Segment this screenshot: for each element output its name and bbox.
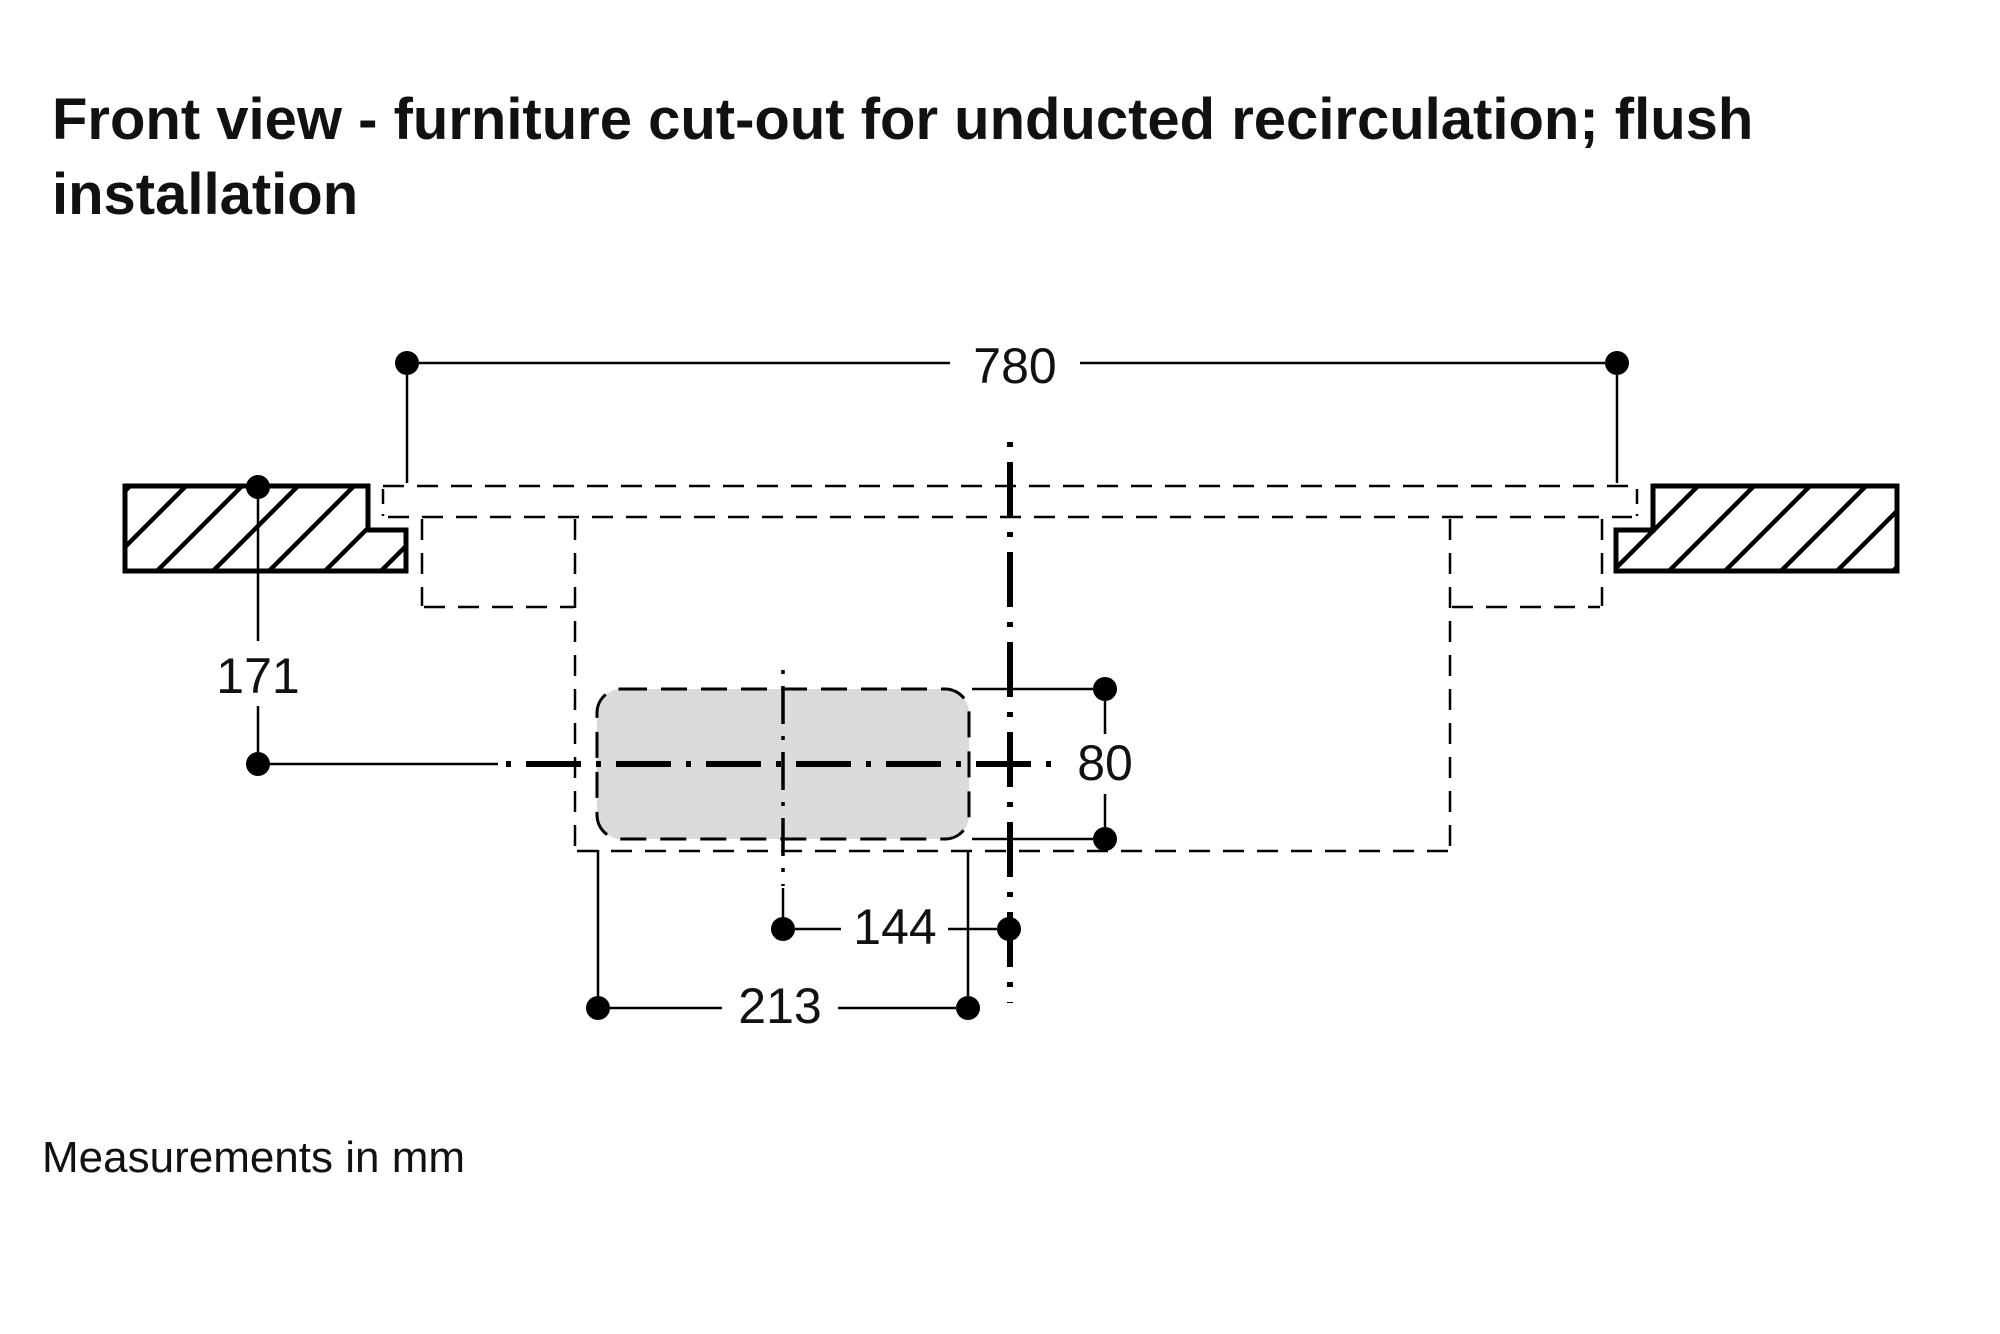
worktop-section-right <box>1613 483 1900 574</box>
dim-point <box>1093 677 1117 701</box>
page-title: Front view - furniture cut-out for unduc… <box>52 82 1753 232</box>
dim-point <box>1093 827 1117 851</box>
dim-780-label: 780 <box>973 338 1056 394</box>
title-line-2: installation <box>52 162 359 227</box>
dimension-213: 213 <box>586 850 980 1034</box>
dimension-144: 144 <box>771 899 1021 955</box>
dim-80-label: 80 <box>1077 735 1133 791</box>
lower-cutout-outline <box>420 519 1604 853</box>
dim-point <box>997 917 1021 941</box>
dim-point <box>246 752 270 776</box>
dim-point <box>1605 351 1629 375</box>
dim-144-label: 144 <box>853 899 936 955</box>
units-footnote: Measurements in mm <box>42 1133 466 1182</box>
dimension-780: 780 <box>395 338 1629 483</box>
dim-point <box>395 351 419 375</box>
dim-171-label: 171 <box>216 648 299 704</box>
dim-point <box>771 917 795 941</box>
dimension-80: 80 <box>972 677 1133 851</box>
dim-point <box>956 996 980 1020</box>
title-line-1: Front view - furniture cut-out for unduc… <box>52 87 1754 152</box>
dim-213-label: 213 <box>738 978 821 1034</box>
dim-point <box>246 475 270 499</box>
worktop-section-left <box>122 483 409 574</box>
dimension-171: 171 <box>216 475 300 776</box>
dim-point <box>586 996 610 1020</box>
